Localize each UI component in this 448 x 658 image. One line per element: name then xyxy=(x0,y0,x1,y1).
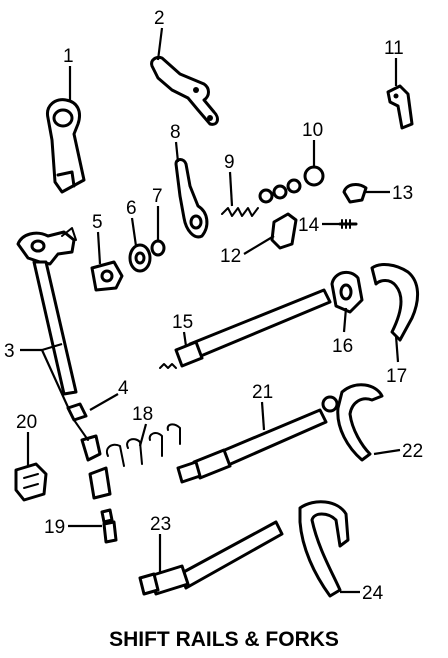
callout-6: 6 xyxy=(126,198,137,219)
callout-labels: 1 2 3 4 5 6 7 8 9 10 11 12 13 14 15 16 1… xyxy=(4,8,423,604)
callout-8: 8 xyxy=(170,122,181,143)
part-7-ring xyxy=(150,239,166,257)
callout-3: 3 xyxy=(4,341,15,362)
callout-5: 5 xyxy=(92,212,103,233)
callout-12: 12 xyxy=(220,246,241,267)
callout-4: 4 xyxy=(118,378,129,399)
callout-16: 16 xyxy=(332,336,353,357)
part-3-shift-rail xyxy=(16,227,78,396)
callout-7: 7 xyxy=(152,186,163,207)
callout-10: 10 xyxy=(302,120,323,141)
callout-18: 18 xyxy=(132,404,153,425)
callout-11: 11 xyxy=(384,38,404,59)
part-18-clip-set xyxy=(88,423,181,500)
callout-20: 20 xyxy=(16,412,37,433)
part-10-plug xyxy=(303,165,325,187)
part-19-bolt xyxy=(100,508,118,544)
callout-15: 15 xyxy=(172,312,193,333)
part-17-shift-fork xyxy=(370,263,419,342)
part-14-screw xyxy=(338,219,358,229)
part-12-insert xyxy=(270,212,298,250)
callout-21: 21 xyxy=(252,382,273,403)
callout-2: 2 xyxy=(154,8,165,29)
callout-19: 19 xyxy=(44,517,65,538)
part-21-shift-rail xyxy=(176,395,339,484)
part-24-shift-fork xyxy=(298,500,350,598)
part-16-fork-block xyxy=(330,270,364,314)
part-6-bushing xyxy=(128,243,152,273)
part-1-shift-lever xyxy=(46,98,86,194)
callout-24: 24 xyxy=(362,583,384,604)
part-8-shift-arm xyxy=(174,158,209,239)
leader-lines xyxy=(20,27,401,594)
part-23-shift-rail xyxy=(138,520,284,596)
callout-17: 17 xyxy=(386,366,407,387)
part-22-shift-fork xyxy=(336,383,384,462)
diagram-caption: SHIFT RAILS & FORKS xyxy=(109,628,339,651)
part-11-clip xyxy=(386,84,414,130)
callout-14: 14 xyxy=(298,215,320,236)
callout-22: 22 xyxy=(402,441,423,462)
part-9-spring-balls xyxy=(221,178,302,217)
callout-23: 23 xyxy=(150,514,171,535)
part-20-lock-block xyxy=(14,462,48,502)
part-4-rail-end xyxy=(66,402,102,462)
part-13-cap xyxy=(342,183,368,204)
part-15-shift-rail xyxy=(159,288,332,369)
callout-9: 9 xyxy=(224,152,235,173)
callout-13: 13 xyxy=(392,183,413,204)
part-2-bracket xyxy=(150,56,219,126)
part-5-block xyxy=(90,260,124,292)
callout-1: 1 xyxy=(63,46,74,67)
